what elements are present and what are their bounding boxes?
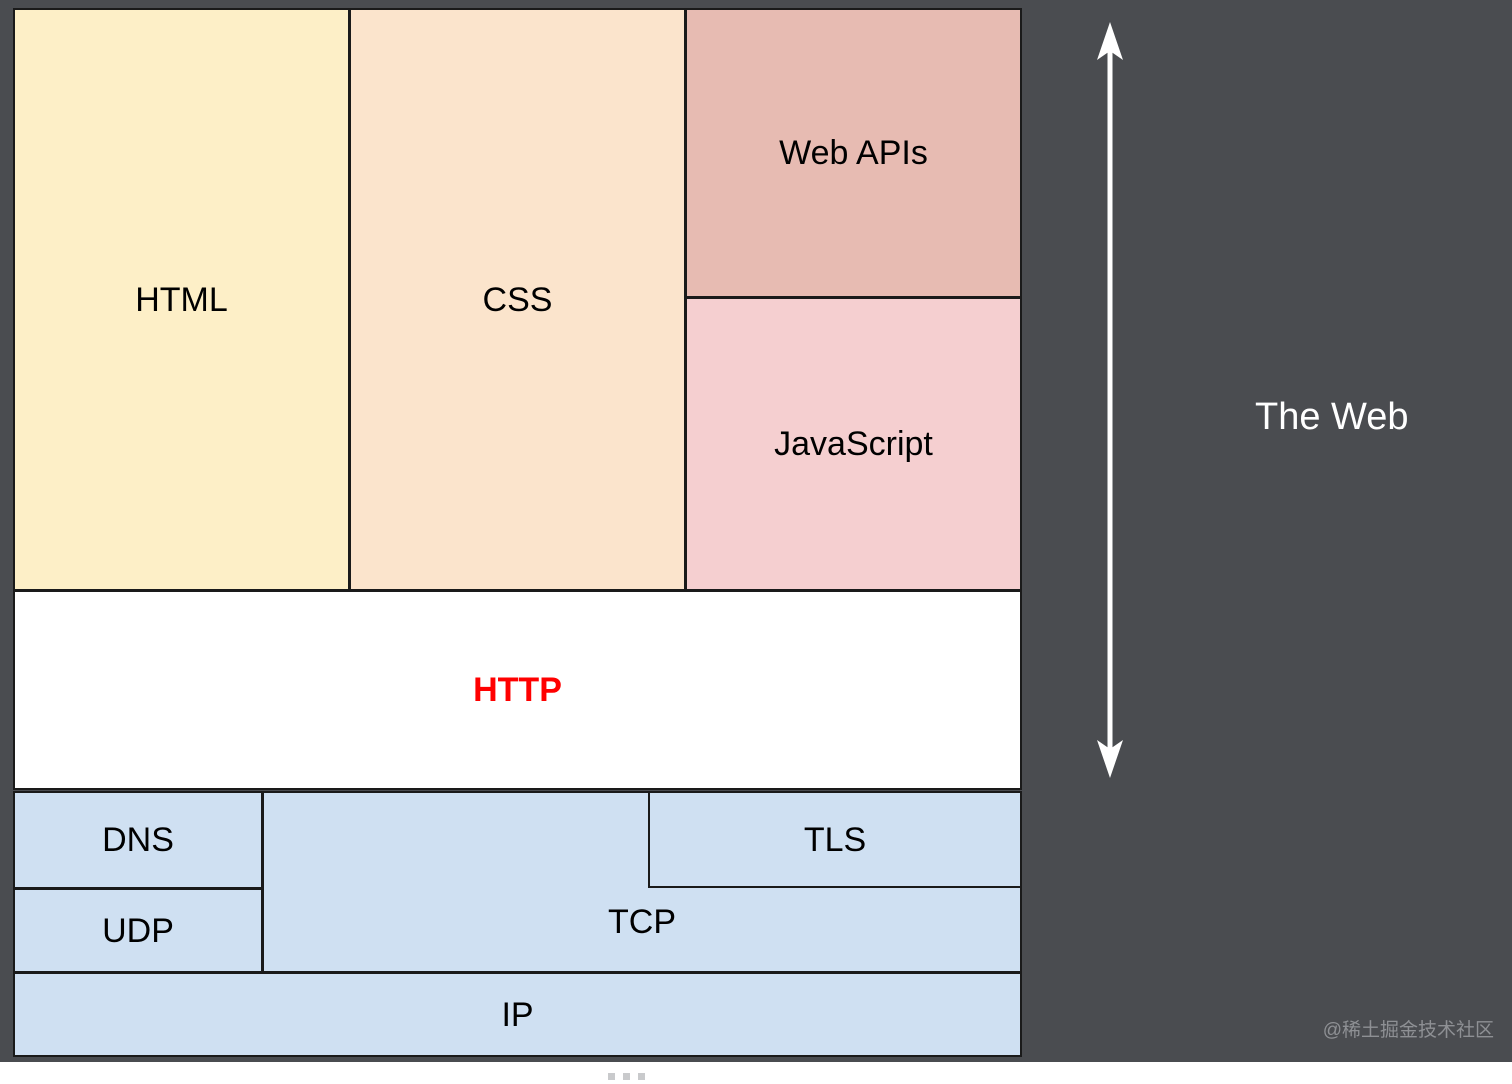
stack-block-html-label: HTML [135, 280, 228, 319]
stack-block-udp-label: UDP [102, 911, 174, 950]
stack-block-web-apis: Web APIs [685, 8, 1022, 298]
stack-block-javascript: JavaScript [685, 297, 1022, 591]
stack-block-ip-label: IP [501, 995, 534, 1034]
stack-block-ip: IP [13, 972, 1022, 1057]
pager-dot[interactable] [623, 1073, 630, 1080]
stack-block-http: HTTP [13, 590, 1022, 790]
stack-block-dns: DNS [13, 791, 263, 889]
bottom-strip [0, 1062, 1512, 1084]
pager-dot[interactable] [608, 1073, 615, 1080]
stack-block-css: CSS [349, 8, 686, 591]
pager-dots[interactable] [608, 1073, 645, 1080]
web-stack-diagram: HTML CSS Web APIs JavaScript HTTP DNS UD… [13, 8, 1022, 1057]
stack-block-tls: TLS [648, 791, 1022, 888]
stack-block-html: HTML [13, 8, 350, 591]
stack-block-http-label: HTTP [473, 671, 562, 709]
stack-block-dns-label: DNS [102, 821, 174, 859]
pager-dot[interactable] [638, 1073, 645, 1080]
stack-block-css-label: CSS [482, 280, 553, 319]
stack-block-udp: UDP [13, 888, 263, 973]
watermark: @稀土掘金技术社区 [1322, 1020, 1494, 1041]
stack-block-tcp-label: TCP [608, 903, 676, 941]
stack-block-web-apis-label: Web APIs [779, 134, 928, 172]
slide-canvas: HTML CSS Web APIs JavaScript HTTP DNS UD… [0, 0, 1512, 1062]
stack-block-tls-label: TLS [803, 820, 867, 859]
the-web-label: The Web [1255, 396, 1409, 438]
double-headed-vertical-arrow-icon [1097, 22, 1123, 778]
stack-block-javascript-label: JavaScript [774, 425, 933, 463]
